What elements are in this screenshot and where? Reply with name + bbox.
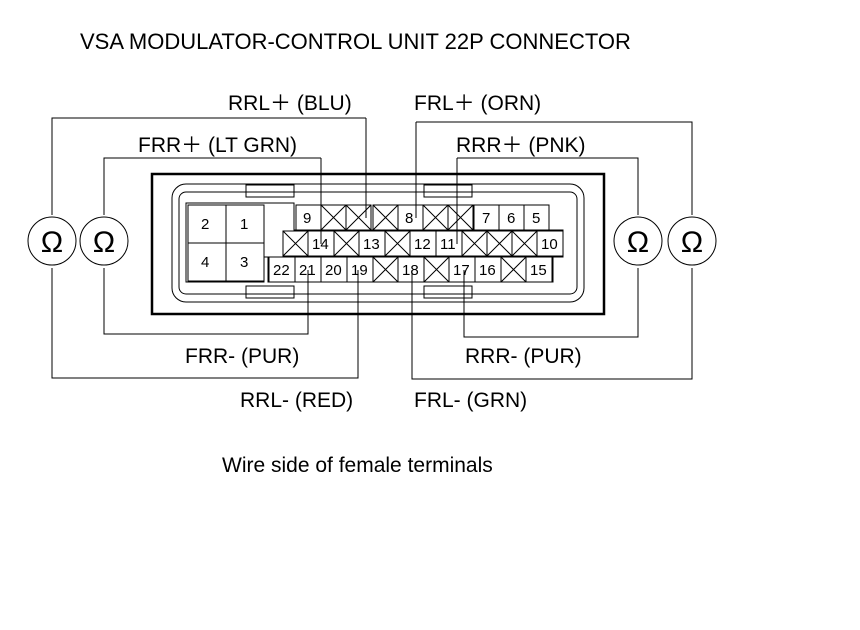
label-frr-positive: FRR＋ (LT GRN) xyxy=(138,134,297,157)
label-rrl-negative: RRL- (RED) xyxy=(240,389,353,412)
wire-frl xyxy=(411,121,693,380)
pin-5: 5 xyxy=(532,210,540,227)
pin-8: 8 xyxy=(405,210,413,227)
pin-21: 21 xyxy=(299,262,316,279)
ohmmeter-frl: Ω xyxy=(667,216,717,266)
label-rrl-positive: RRL＋ (BLU) xyxy=(228,92,352,115)
pin-row-top: 9 8 7 6 5 xyxy=(295,204,550,231)
pin-row-bottom: 22 21 20 19 18 17 16 15 xyxy=(268,256,553,283)
pin-11: 11 xyxy=(440,236,456,253)
connector-housing xyxy=(150,172,606,316)
label-frl-negative: FRL- (GRN) xyxy=(414,389,527,412)
pin-13: 13 xyxy=(363,236,380,253)
diagram-title: VSA MODULATOR-CONTROL UNIT 22P CONNECTOR xyxy=(80,29,631,54)
wire-rrr xyxy=(456,157,639,338)
pin-1: 1 xyxy=(240,216,248,233)
pin-3: 3 xyxy=(240,254,248,271)
pin-10: 10 xyxy=(541,236,558,253)
ohm-icon: Ω xyxy=(41,226,63,259)
label-rrr-positive: RRR＋ (PNK) xyxy=(456,134,586,157)
pin-14: 14 xyxy=(312,236,329,253)
wire-frr xyxy=(103,157,322,335)
pin-22: 22 xyxy=(273,262,290,279)
label-frl-positive: FRL＋ (ORN) xyxy=(414,92,541,115)
ohm-icon: Ω xyxy=(627,226,649,259)
diagram-caption: Wire side of female terminals xyxy=(222,454,493,477)
ohmmeter-wires xyxy=(51,117,693,380)
label-rrr-negative: RRR- (PUR) xyxy=(465,345,582,368)
large-terminal-block: 2 1 4 3 xyxy=(187,204,265,282)
pin-7: 7 xyxy=(482,210,490,227)
label-frr-negative: FRR- (PUR) xyxy=(185,345,299,368)
ohmmeter-frr: Ω xyxy=(79,216,129,266)
pin-12: 12 xyxy=(414,236,431,253)
ohm-icon: Ω xyxy=(681,226,703,259)
pin-18: 18 xyxy=(402,262,419,279)
ohm-icon: Ω xyxy=(93,226,115,259)
pin-9: 9 xyxy=(303,210,311,227)
pin-6: 6 xyxy=(507,210,515,227)
pin-16: 16 xyxy=(479,262,496,279)
pin-19: 19 xyxy=(351,262,368,279)
pin-4: 4 xyxy=(201,254,209,271)
pin-15: 15 xyxy=(530,262,547,279)
wire-rrl xyxy=(51,117,367,379)
ohmmeter-rrl: Ω xyxy=(27,216,77,266)
ohmmeter-rrr: Ω xyxy=(613,216,663,266)
pin-17: 17 xyxy=(453,262,470,279)
pin-2: 2 xyxy=(201,216,209,233)
pin-20: 20 xyxy=(325,262,342,279)
pin-row-middle: 14 13 12 11 10 xyxy=(282,230,564,257)
